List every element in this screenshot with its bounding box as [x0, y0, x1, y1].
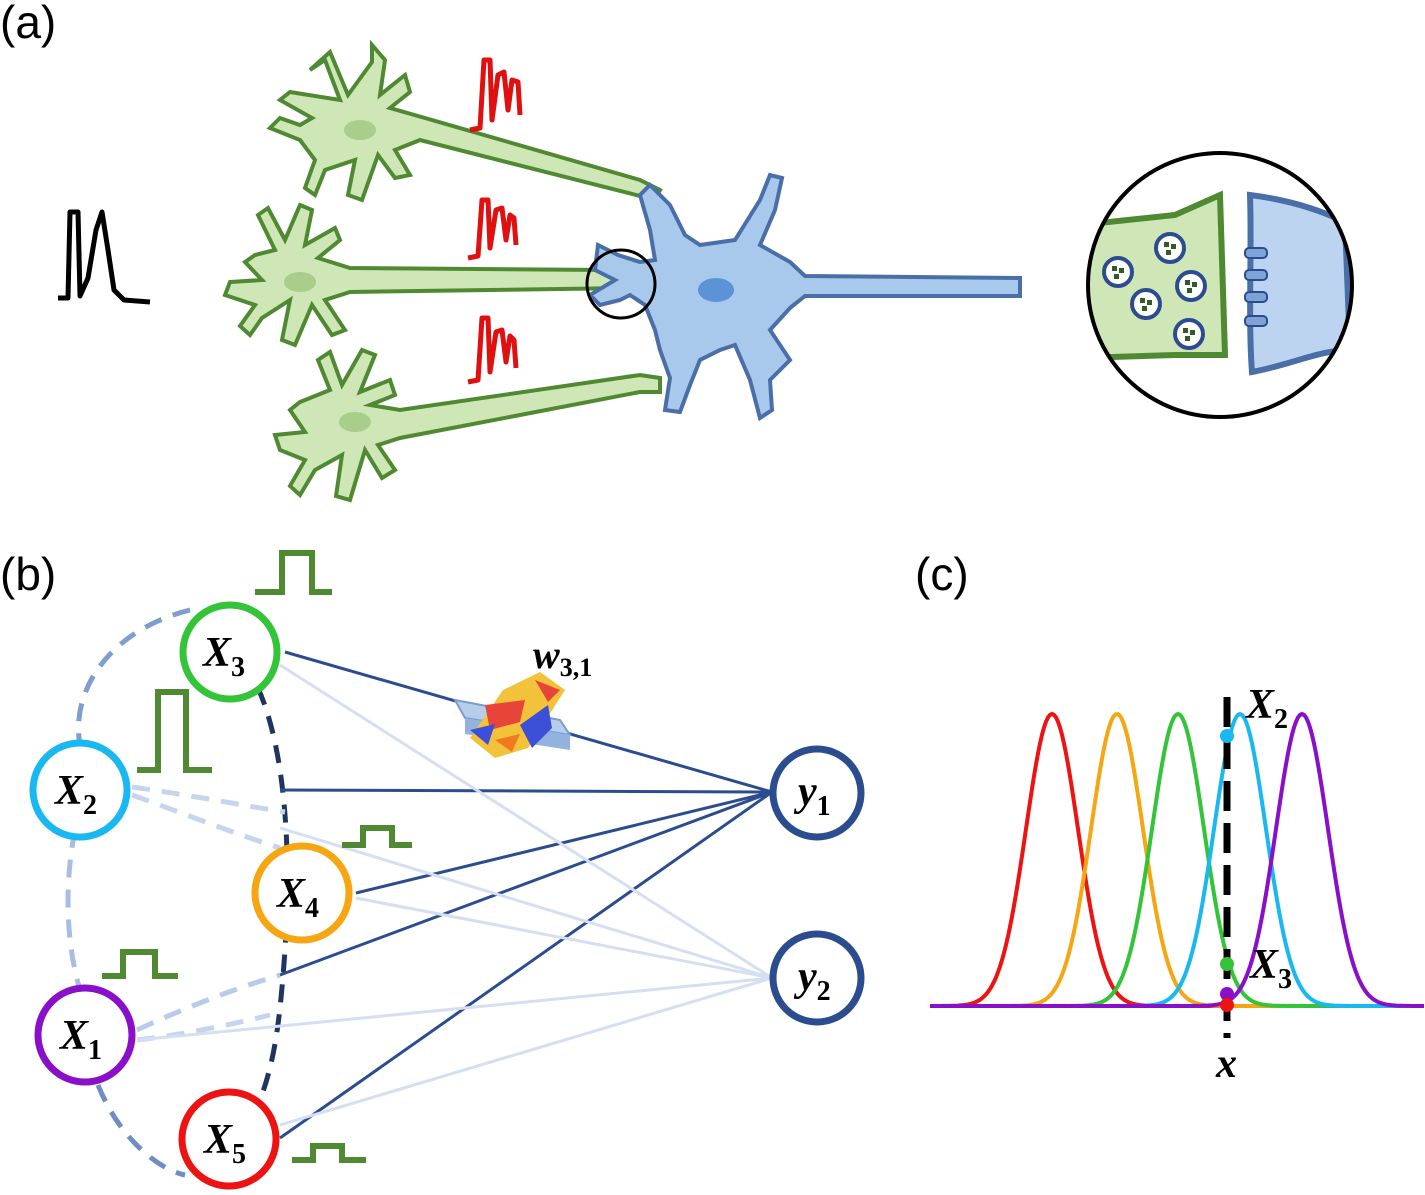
pulse-x4 [342, 825, 412, 848]
svg-text:X1: X1 [58, 1013, 102, 1066]
svg-text:X5: X5 [202, 1117, 246, 1170]
pulse-x2 [137, 689, 212, 773]
synapse-highlight-circle [585, 248, 657, 320]
receptors [1244, 247, 1268, 327]
red-spike-middle [467, 197, 519, 261]
gaussian-curve [930, 711, 1424, 1008]
pulse-x1 [102, 949, 178, 979]
marker-x1 [1220, 987, 1234, 1001]
sample-markers [1220, 729, 1234, 1012]
marker-label-x3: X3 [1248, 942, 1292, 995]
panel-b: (b) [0, 548, 865, 1190]
input-spike-waveform [58, 209, 151, 305]
synapse-zoom-border [1086, 151, 1354, 419]
weight-label: w3,1 [533, 632, 592, 682]
panel-b-label: (b) [0, 548, 56, 600]
marker-x5 [1220, 998, 1234, 1012]
presynaptic-neuron-top [266, 39, 663, 203]
vesicle-contents [1112, 242, 1197, 341]
marker-x3 [1220, 957, 1234, 971]
svg-text:X2: X2 [53, 768, 97, 821]
vesicles [1102, 232, 1207, 350]
presynaptic-terminal [1088, 190, 1229, 362]
gaussian-curve [930, 712, 1424, 1008]
synapse-zoom [1086, 151, 1354, 419]
presynaptic-neuron-bottom [272, 347, 662, 503]
panel-a-label: (a) [0, 0, 56, 48]
output-node-y1: y1 [769, 745, 865, 841]
output-node-y2: y2 [769, 930, 865, 1026]
gaussian-curve [930, 711, 1424, 1008]
gaussian-curve [930, 711, 1424, 1008]
pulse-x5 [292, 1143, 366, 1163]
memristor-weight-icon [453, 672, 573, 758]
postsynaptic-neuron [586, 172, 1022, 422]
svg-text:X3: X3 [201, 630, 245, 683]
gaussian-curves [930, 711, 1424, 1008]
x-axis-label: x [1215, 1041, 1237, 1087]
panel-a: (a) [0, 0, 1354, 503]
input-node-x1: X1 [34, 984, 136, 1086]
input-node-x2: X2 [29, 739, 131, 841]
input-node-x5: X5 [178, 1088, 280, 1190]
svg-text:X4: X4 [275, 871, 319, 924]
input-pulses [102, 550, 412, 1163]
panel-c-label: (c) [915, 548, 969, 600]
input-node-x4: X4 [251, 842, 353, 944]
gaussian-curve [930, 711, 1424, 1008]
red-spike-bottom [467, 315, 519, 385]
red-spike-top [469, 57, 523, 133]
marker-x2 [1220, 729, 1234, 743]
feedforward-connections [136, 650, 773, 1140]
input-node-x3: X3 [179, 601, 281, 703]
marker-label-x2: X2 [1244, 682, 1288, 735]
presynaptic-neuron-middle [222, 202, 633, 348]
pulse-x3 [255, 550, 332, 595]
panel-c: (c) X2 X3 x [915, 548, 1424, 1087]
